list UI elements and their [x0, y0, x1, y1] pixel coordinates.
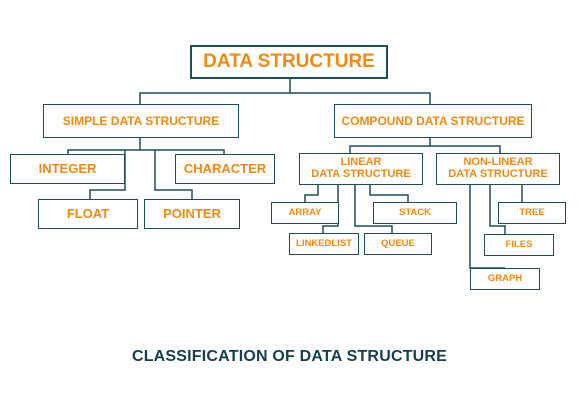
queue-node: QUEUE — [364, 233, 432, 255]
integer-label: INTEGER — [38, 161, 97, 177]
tree-label: TREE — [519, 207, 545, 219]
stack-label: STACK — [398, 207, 432, 219]
integer-node: INTEGER — [10, 154, 125, 184]
queue-label: QUEUE — [381, 238, 415, 250]
character-node: CHARACTER — [175, 154, 275, 184]
linear-label-line2: DATA STRUCTURE — [311, 168, 411, 180]
nonlinear-label-line1: NON-LINEAR — [463, 156, 533, 169]
linear-label-line1: LINEAR — [340, 156, 382, 169]
graph-label: GRAPH — [487, 273, 523, 285]
simple-label: SIMPLE DATA STRUCTURE — [62, 113, 220, 128]
float-label: FLOAT — [66, 206, 110, 222]
array-label: ARRAY — [288, 207, 322, 219]
float-node: FLOAT — [38, 199, 138, 229]
files-node: FILES — [484, 234, 554, 256]
linear-data-structure-node: LINEAR DATA STRUCTURE — [299, 153, 423, 185]
graph-node: GRAPH — [470, 268, 540, 290]
root-node: DATA STRUCTURE — [190, 45, 388, 79]
stack-node: STACK — [373, 202, 457, 224]
nonlinear-label-line2: DATA STRUCTURE — [448, 168, 548, 180]
linkedlist-label: LINKEDLIST — [296, 238, 352, 250]
files-label: FILES — [505, 239, 533, 251]
compound-data-structure-node: COMPOUND DATA STRUCTURE — [334, 104, 532, 138]
pointer-label: POINTER — [163, 206, 221, 222]
root-label: DATA STRUCTURE — [203, 51, 375, 73]
array-node: ARRAY — [271, 202, 339, 224]
compound-label: COMPOUND DATA STRUCTURE — [341, 113, 525, 128]
diagram-caption: CLASSIFICATION OF DATA STRUCTURE — [131, 348, 448, 365]
tree-node: TREE — [498, 202, 566, 224]
linkedlist-node: LINKEDLIST — [289, 233, 359, 255]
nonlinear-data-structure-node: NON-LINEAR DATA STRUCTURE — [436, 153, 560, 185]
simple-data-structure-node: SIMPLE DATA STRUCTURE — [43, 104, 239, 138]
pointer-node: POINTER — [144, 199, 240, 229]
character-label: CHARACTER — [183, 161, 267, 177]
